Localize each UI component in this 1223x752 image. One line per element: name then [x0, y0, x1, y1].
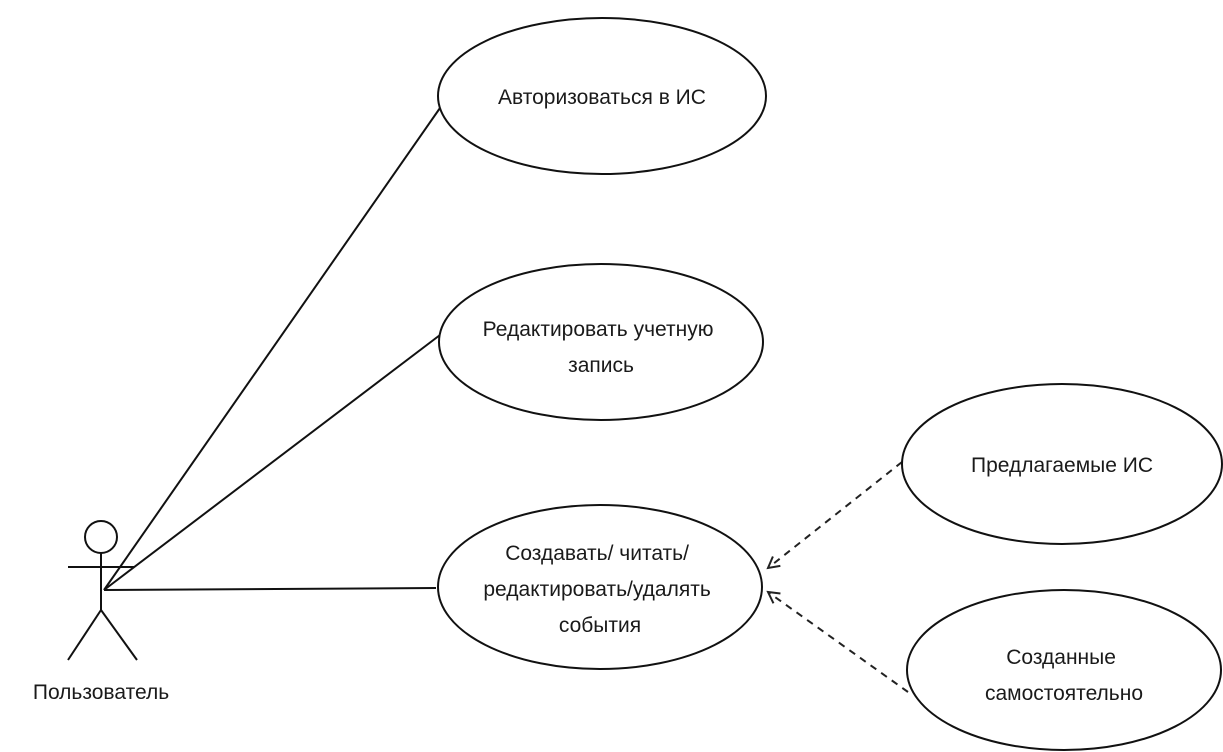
- svg-text:Пользователь: Пользователь: [33, 681, 169, 704]
- use-case-created-self: Созданные самостоятельно: [906, 589, 1222, 751]
- use-case-crud-events-label-line2: редактировать/удалять: [483, 578, 710, 601]
- use-case-created-self-label-line2: самостоятельно: [985, 682, 1143, 705]
- use-case-suggested-is: Предлагаемые ИС: [901, 383, 1223, 545]
- svg-text:Авторизоваться в ИС: Авторизоваться в ИС: [498, 86, 706, 109]
- actor-left-leg: [67, 609, 102, 661]
- svg-text:Создавать/ читать/ редак: Создавать/ читать/ редактировать/удалять…: [483, 542, 716, 637]
- use-case-edit-account-label-line1: Редактировать учетную: [483, 318, 714, 341]
- actor-head: [84, 520, 118, 554]
- actor-label: Пользователь: [33, 681, 169, 704]
- association-authorize: [103, 107, 441, 591]
- actor-right-leg: [100, 609, 138, 661]
- use-case-authorize-label: Авторизоваться в ИС: [498, 86, 706, 109]
- use-case-created-self-label-line1: Созданные: [1006, 646, 1116, 669]
- use-case-edit-account-label-line2: запись: [568, 354, 634, 377]
- use-case-crud-events-label-line1: Создавать/ читать/: [505, 542, 689, 565]
- svg-text:Предлагаемые ИС: Предлагаемые ИС: [971, 454, 1153, 477]
- association-edit-account: [103, 334, 441, 591]
- actor-user: Пользователь: [33, 520, 169, 704]
- use-case-suggested-is-label: Предлагаемые ИС: [971, 454, 1153, 477]
- use-case-crud-events: Создавать/ читать/ редактировать/удалять…: [437, 504, 763, 670]
- association-crud-events: [103, 587, 437, 591]
- svg-text:Созданные самостоятельно: Созданные самостоятельно: [985, 646, 1143, 705]
- use-case-edit-account: Редактировать учетную запись: [438, 263, 764, 421]
- use-case-crud-events-label-line3: события: [559, 614, 641, 637]
- use-case-authorize: Авторизоваться в ИС: [437, 17, 767, 175]
- dependency-created-self: [768, 592, 909, 693]
- dependency-suggested-is: [768, 461, 903, 568]
- svg-text:Редактировать учетную за: Редактировать учетную запись: [483, 318, 720, 377]
